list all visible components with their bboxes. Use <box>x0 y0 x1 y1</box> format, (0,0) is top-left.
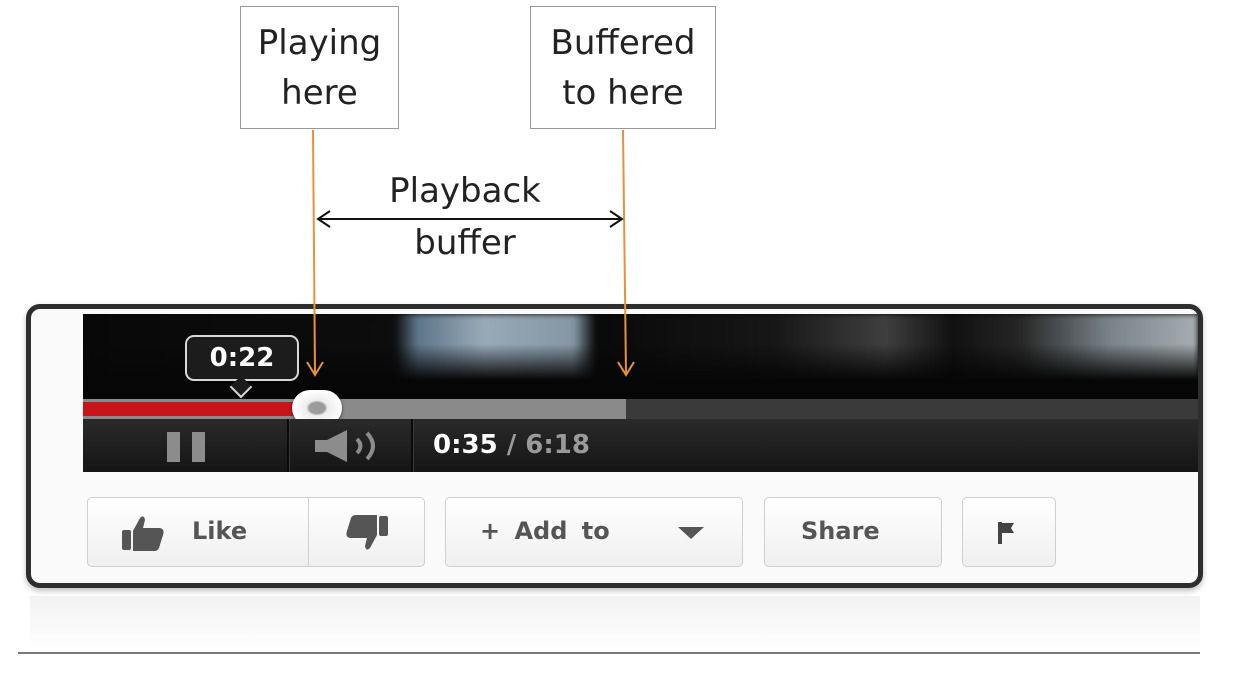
playback-buffer-right-head <box>609 210 624 228</box>
playing-here-callout: Playing here <box>240 6 399 129</box>
thumbs-up-icon <box>122 516 164 551</box>
caret-down-icon <box>678 527 704 539</box>
player-reflection <box>30 596 1200 652</box>
add-to-button[interactable]: + Add to <box>445 497 743 567</box>
volume-button[interactable] <box>289 419 411 472</box>
playing-here-label: Playing here <box>257 22 382 113</box>
control-bar: 0:35 / 6:18 <box>83 419 1198 472</box>
current-time: 0:35 <box>433 430 498 460</box>
control-divider <box>287 419 290 472</box>
progress-bar[interactable] <box>83 390 1198 426</box>
video-area[interactable]: 0:22 0:35 / 6:18 <box>83 314 1198 472</box>
buffered-to-here-label: Buffered to here <box>550 22 696 113</box>
pause-button[interactable] <box>83 419 287 472</box>
like-label: Like <box>192 517 248 545</box>
like-button[interactable]: Like <box>87 497 309 567</box>
volume-icon <box>315 430 375 462</box>
control-divider <box>411 419 414 472</box>
playback-buffer-label: Playback buffer <box>389 171 541 263</box>
video-player: 0:22 0:35 / 6:18 <box>26 304 1203 588</box>
dislike-button[interactable] <box>308 497 425 567</box>
thumbs-down-icon <box>346 515 388 550</box>
pause-icon <box>167 432 205 462</box>
progress-played <box>83 402 318 416</box>
base-line <box>18 652 1200 654</box>
share-label: Share <box>801 517 880 545</box>
time-separator: / <box>497 430 526 460</box>
buffered-to-here-callout: Buffered to here <box>530 6 716 129</box>
time-display: 0:35 / 6:18 <box>433 419 590 472</box>
flag-icon <box>998 522 1014 544</box>
flag-button[interactable] <box>962 497 1056 567</box>
time-tooltip: 0:22 <box>185 335 299 381</box>
total-duration: 6:18 <box>525 430 590 460</box>
share-button[interactable]: Share <box>764 497 942 567</box>
add-to-label: + Add to <box>480 517 610 545</box>
playback-buffer-left-head <box>316 210 331 228</box>
